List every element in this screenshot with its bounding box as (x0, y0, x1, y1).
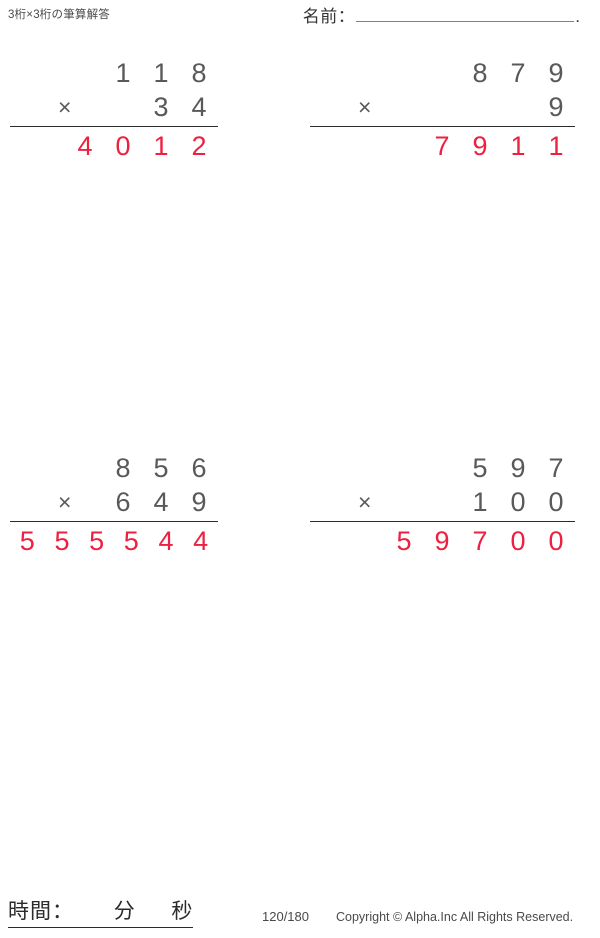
answer-digit: 1 (548, 131, 564, 161)
answer-row: 5 9 7 0 0 (310, 524, 575, 558)
digit: 7 (548, 453, 564, 483)
digit: 9 (548, 58, 564, 88)
answer-digit: 1 (510, 131, 526, 161)
digit: 1 (472, 487, 488, 517)
digit: 4 (153, 487, 169, 517)
digit: 5 (153, 453, 169, 483)
multiplicand-row: 8 5 6 (10, 451, 218, 485)
page-count: 120/180 (262, 909, 309, 924)
name-label: 名前： (302, 7, 356, 26)
digit: 6 (115, 487, 131, 517)
footer: 時間： 分 秒 120/180 Copyright © Alpha.Inc Al… (0, 896, 600, 932)
seconds-unit: 秒 (171, 900, 194, 923)
multiplier-row: × 9 (310, 90, 575, 124)
multiplicand-row: 5 9 7 (310, 451, 575, 485)
answer-digit: 4 (77, 131, 93, 161)
multiplicand-row: 8 7 9 (310, 56, 575, 90)
page-title: 3桁×3桁の筆算解答 (8, 9, 111, 21)
answer-digit: 5 (54, 526, 70, 556)
multiplier-row: × 1 0 0 (310, 485, 575, 519)
vertical-calculation: 5 9 7 × 1 0 0 5 9 7 0 0 (310, 451, 575, 558)
time-label: 時間： (8, 900, 74, 923)
time-record-area: 時間： 分 秒 (8, 895, 194, 928)
problem-4: 5 9 7 × 1 0 0 5 9 7 0 0 (300, 451, 600, 571)
problem-grid: 1 1 8 × 3 4 4 0 1 2 (0, 56, 600, 571)
copyright-notice: Copyright © Alpha.Inc All Rights Reserve… (336, 910, 574, 924)
digit: 9 (548, 92, 564, 122)
multiplier-row: × 3 4 (10, 90, 218, 124)
problem-row-top: 1 1 8 × 3 4 4 0 1 2 (0, 56, 600, 451)
answer-row: 7 9 1 1 (310, 129, 575, 163)
answer-digit: 4 (193, 526, 209, 556)
problem-row-bottom: 8 5 6 × 6 4 9 5 5 5 5 4 4 (0, 451, 600, 571)
answer-digit: 5 (123, 526, 139, 556)
multiply-icon: × (358, 489, 372, 515)
multiply-icon: × (58, 94, 72, 120)
answer-row: 4 0 1 2 (10, 129, 218, 163)
calculation-rule (10, 126, 218, 127)
digit: 9 (510, 453, 526, 483)
digit: 6 (191, 453, 207, 483)
digit: 3 (153, 92, 169, 122)
name-input-blank[interactable] (356, 4, 575, 22)
answer-digit: 1 (153, 131, 169, 161)
answer-digit: 2 (191, 131, 207, 161)
problem-3: 8 5 6 × 6 4 9 5 5 5 5 4 4 (0, 451, 300, 571)
answer-digit: 5 (89, 526, 105, 556)
digit: 7 (510, 58, 526, 88)
multiplier-row: × 6 4 9 (10, 485, 218, 519)
digit: 5 (472, 453, 488, 483)
answer-digit: 5 (396, 526, 412, 556)
digit: 0 (548, 487, 564, 517)
vertical-calculation: 8 7 9 × 9 7 9 1 1 (310, 56, 575, 163)
name-trailing-dot: . (575, 7, 580, 26)
answer-digit: 7 (434, 131, 450, 161)
answer-row: 5 5 5 5 4 4 (10, 524, 218, 558)
vertical-calculation: 8 5 6 × 6 4 9 5 5 5 5 4 4 (10, 451, 218, 558)
digit: 8 (472, 58, 488, 88)
minutes-unit: 分 (113, 900, 136, 923)
calculation-rule (310, 521, 575, 522)
answer-digit: 4 (158, 526, 174, 556)
multiply-icon: × (58, 489, 72, 515)
digit: 1 (153, 58, 169, 88)
answer-digit: 9 (434, 526, 450, 556)
digit: 9 (191, 487, 207, 517)
answer-digit: 7 (472, 526, 488, 556)
multiplicand-row: 1 1 8 (10, 56, 218, 90)
answer-digit: 0 (115, 131, 131, 161)
vertical-calculation: 1 1 8 × 3 4 4 0 1 2 (10, 56, 218, 163)
problem-1: 1 1 8 × 3 4 4 0 1 2 (0, 56, 300, 451)
answer-digit: 5 (19, 526, 35, 556)
digit: 1 (115, 58, 131, 88)
problem-2: 8 7 9 × 9 7 9 1 1 (300, 56, 600, 451)
answer-digit: 9 (472, 131, 488, 161)
digit: 4 (191, 92, 207, 122)
answer-digit: 0 (510, 526, 526, 556)
calculation-rule (310, 126, 575, 127)
digit: 0 (510, 487, 526, 517)
calculation-rule (10, 521, 218, 522)
name-field-area: 名前： . (303, 2, 580, 27)
digit: 8 (115, 453, 131, 483)
answer-digit: 0 (548, 526, 564, 556)
multiply-icon: × (358, 94, 372, 120)
digit: 8 (191, 58, 207, 88)
